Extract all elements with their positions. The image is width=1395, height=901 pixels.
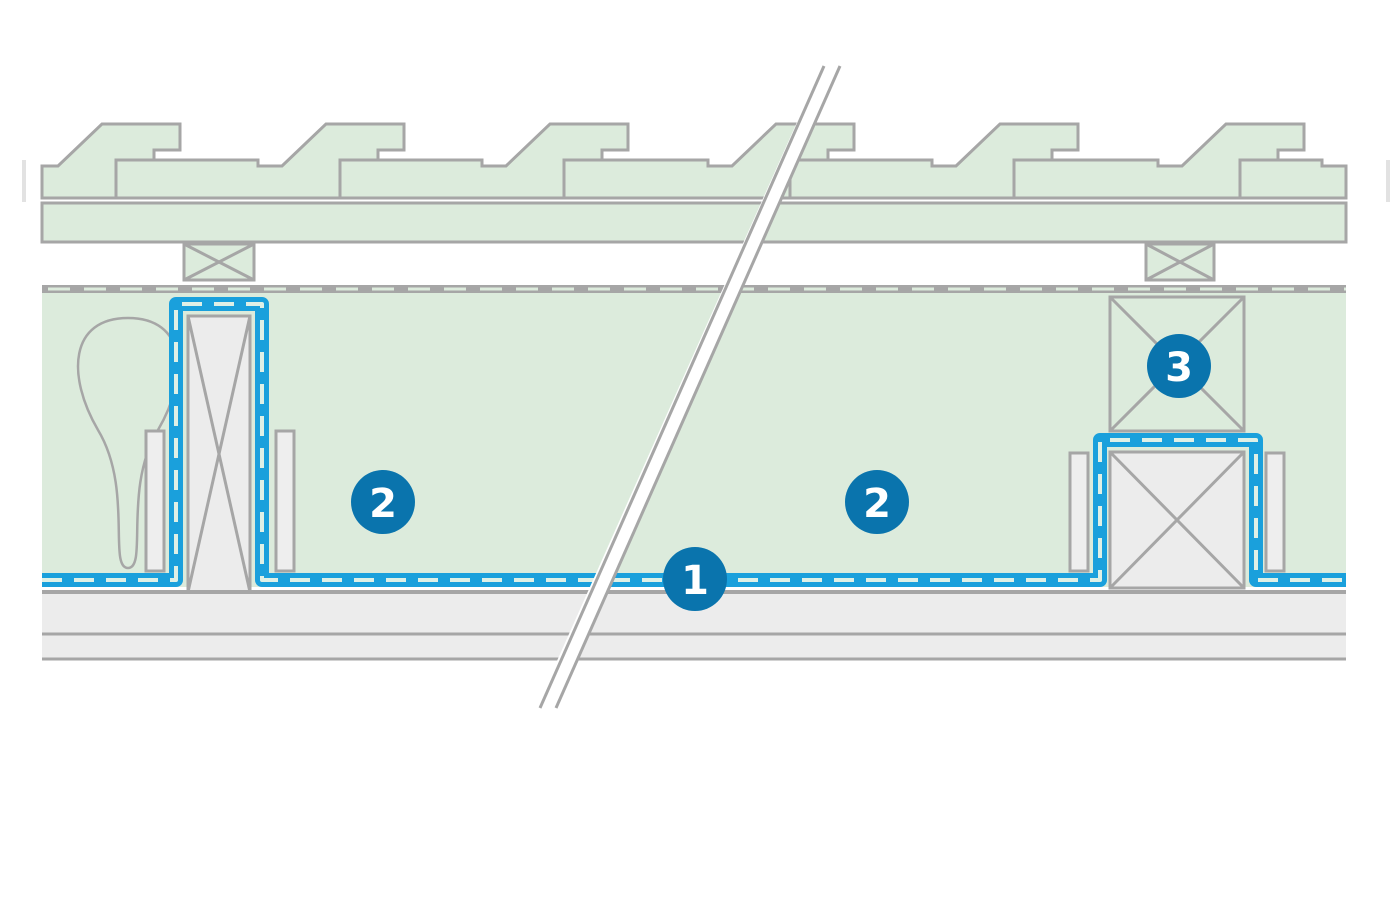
svg-text:2: 2	[863, 481, 891, 527]
edge-marks	[22, 160, 1390, 202]
section-break-line	[536, 65, 842, 709]
svg-text:1: 1	[681, 558, 709, 604]
marker-2-left: 2	[351, 470, 415, 534]
svg-text:2: 2	[369, 481, 397, 527]
rafter-left	[144, 314, 296, 594]
marker-3: 3	[1147, 334, 1211, 398]
roof-tiles	[40, 122, 1348, 200]
svg-text:3: 3	[1165, 345, 1193, 391]
roof-batten-board	[40, 201, 1348, 244]
counter-batten-top-right	[1144, 242, 1216, 282]
counter-batten-top-left	[182, 242, 256, 282]
marker-1: 1	[663, 547, 727, 611]
rafter-right	[1068, 295, 1286, 590]
marker-2-right: 2	[845, 470, 909, 534]
